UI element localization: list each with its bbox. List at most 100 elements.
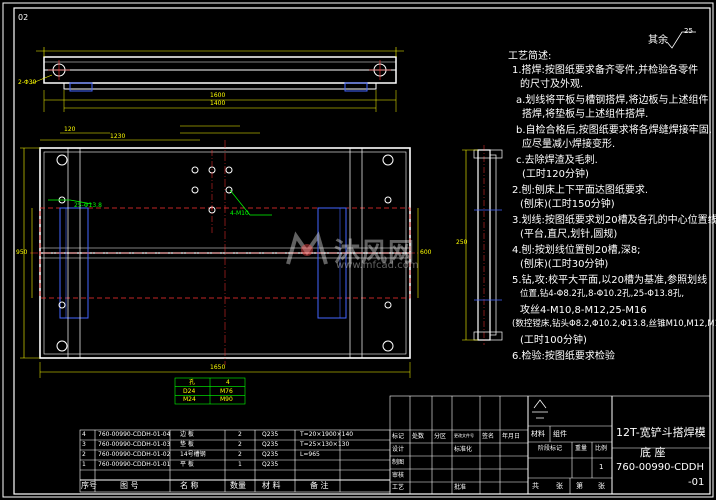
process-step-line: 位置,钻4-Φ8.2孔,8-Φ10.2孔,25-Φ13.8孔, bbox=[520, 289, 685, 299]
title-role-label: 标准化 bbox=[454, 446, 473, 453]
hole-table-cell: M90 bbox=[220, 396, 233, 403]
process-step-line: (刨床)(工时30分钟) bbox=[520, 259, 609, 270]
bom-cell: 2 bbox=[82, 451, 86, 458]
dim-slot-note: 4-M10 bbox=[230, 210, 249, 217]
process-step-line: (数控镗床,钻头Φ8.2,Φ10.2,Φ13.8,丝锥M10,M12,M16) bbox=[512, 319, 716, 329]
title-sheet-label: 张 bbox=[598, 482, 605, 490]
title-role-label: 设计 bbox=[392, 446, 405, 453]
dim-plan-length: 1650 bbox=[210, 364, 226, 371]
title-design-label: 标记 bbox=[392, 433, 405, 440]
bom-cell: 760-00990-CDDH-01-02 bbox=[98, 451, 171, 458]
dim-left-hole: 2-Φ30 bbox=[18, 79, 37, 86]
watermark-text: 沐风网 bbox=[334, 238, 416, 268]
bom-cell: 760-00990-CDDH-01-03 bbox=[98, 441, 171, 448]
front-view bbox=[29, 47, 404, 112]
process-step-line: (工时100分钟) bbox=[520, 335, 587, 346]
process-step-line: a.划线将平板与槽钢搭焊,将边板与上述组件 bbox=[516, 95, 709, 106]
title-role-label: 制图 bbox=[392, 459, 405, 466]
drawing-inner-border bbox=[13, 7, 711, 495]
process-step-line: 3.划线:按图纸要求划20槽及各孔的中心位置线. bbox=[512, 215, 716, 226]
process-step-line: 5.钻,攻:校平大平面,以20槽为基准,参照划线 bbox=[512, 275, 708, 286]
title-design-label: 更改文件号 bbox=[454, 433, 474, 438]
process-step-line: 应尽量减小焊接变形. bbox=[522, 139, 616, 150]
title-role-label: 审核 bbox=[392, 472, 405, 479]
bom-cell: 垫 板 bbox=[180, 441, 194, 448]
title-design-label: 处数 bbox=[412, 433, 425, 440]
bom-cell: 14号槽钢 bbox=[180, 451, 206, 458]
bom-cell: T=20×1900×140 bbox=[300, 431, 354, 438]
title-material-label: 材料 bbox=[531, 430, 545, 438]
bom-header-drawing-number: 图 号 bbox=[120, 481, 139, 490]
bom-cell: L=965 bbox=[300, 451, 320, 458]
title-sheet-label: 张 bbox=[556, 482, 563, 490]
process-step-line: (平台,直尺,划针,圆规) bbox=[520, 229, 618, 240]
drawing-title: 12T-宽铲斗搭焊模 bbox=[616, 426, 706, 439]
remaining-roughness-note: 其余 bbox=[648, 35, 668, 46]
drawing-subtitle: 底 座 bbox=[640, 446, 666, 459]
title-stage-label: 阶段标记 bbox=[538, 445, 563, 452]
side-view bbox=[462, 145, 503, 345]
process-step-line: 6.检验:按图纸要求检验 bbox=[512, 351, 615, 362]
title-material-value: 组件 bbox=[553, 430, 567, 438]
bom-cell: 2 bbox=[238, 431, 242, 438]
dim-left-120: 120 bbox=[64, 126, 76, 133]
title-design-label: 分区 bbox=[434, 433, 447, 440]
watermark: 沐风网 www.mfcad.com bbox=[282, 230, 452, 274]
process-step-line: 1.搭焊:按图纸要求备齐零件,并检验各零件 bbox=[512, 65, 699, 76]
bom-cell: 平 板 bbox=[180, 461, 194, 468]
plan-view bbox=[20, 125, 420, 378]
roughness-symbol bbox=[666, 31, 696, 49]
hole-table-cell: M76 bbox=[220, 388, 233, 395]
bom-cell: 3 bbox=[82, 441, 86, 448]
title-stage-label: 比例 bbox=[595, 445, 608, 452]
bom-cell: 4 bbox=[82, 431, 86, 438]
process-step-line: 的尺寸及外观. bbox=[520, 79, 584, 90]
hole-table-grid bbox=[174, 377, 246, 405]
drawing-number: 760-00990-CDDH bbox=[616, 462, 705, 473]
bom-cell: 760-00990-CDDH-01-01 bbox=[98, 461, 171, 468]
process-step-line: 搭焊,将垫板与上述组件搭焊. bbox=[522, 109, 649, 120]
drawing-number-suffix: -01 bbox=[688, 477, 705, 488]
bom-cell: 边 板 bbox=[180, 431, 194, 438]
dim-top-inner: 1400 bbox=[210, 100, 226, 107]
hole-table-header-1: 孔 bbox=[189, 379, 196, 386]
bom-cell: Q235 bbox=[262, 461, 279, 468]
title-design-label: 年月日 bbox=[502, 433, 521, 440]
dim-side-height: 250 bbox=[456, 239, 468, 246]
title-sheet-label: 共 bbox=[532, 482, 539, 490]
process-step-line: 攻丝4-M10,8-M12,25-M16 bbox=[520, 305, 647, 316]
hole-table-cell: D24 bbox=[183, 388, 196, 395]
hole-table-cell: M24 bbox=[183, 396, 196, 403]
title-role-label: 批准 bbox=[454, 484, 467, 491]
roughness-value: 25 bbox=[684, 27, 693, 35]
company-logo bbox=[532, 399, 548, 419]
process-step-line: (工时120分钟) bbox=[522, 169, 589, 180]
process-step-line: b.自检合格后,按图纸要求将各焊缝焊接牢固, bbox=[516, 125, 712, 136]
bom-table-grid bbox=[79, 429, 391, 493]
watermark-url: www.mfcad.com bbox=[336, 260, 419, 271]
title-block-grid bbox=[389, 395, 711, 495]
watermark-logo-icon bbox=[286, 231, 328, 265]
process-step-line: 2.刨:刨床上下平面达图纸要求. bbox=[512, 185, 649, 196]
title-sheet-label: 第 bbox=[576, 482, 583, 490]
bom-header-name: 名 称 bbox=[180, 481, 199, 490]
bom-cell: 2 bbox=[238, 451, 242, 458]
title-role-label: 工艺 bbox=[392, 484, 405, 491]
title-stage-label: 重量 bbox=[575, 445, 588, 452]
bom-header-material: 材 料 bbox=[262, 481, 281, 490]
hole-table-header-2: 4 bbox=[226, 379, 230, 386]
process-step-line: (刨床)(工时150分钟) bbox=[520, 199, 615, 210]
bom-cell: Q235 bbox=[262, 431, 279, 438]
bom-cell: 1 bbox=[82, 461, 86, 468]
dim-hole-note: 25-Φ13.8 bbox=[74, 202, 102, 209]
bom-header-index: 序号 bbox=[81, 481, 97, 490]
title-scale-value: 1 bbox=[599, 463, 604, 471]
bom-header-quantity: 数量 bbox=[230, 481, 246, 490]
process-step-line: 4.刨:按划线位置刨20槽,深8; bbox=[512, 245, 641, 256]
dim-plan-width: 950 bbox=[16, 249, 28, 256]
process-heading: 工艺简述: bbox=[508, 51, 552, 62]
bom-header-remarks: 备 注 bbox=[310, 481, 329, 490]
title-design-label: 签名 bbox=[482, 433, 495, 440]
